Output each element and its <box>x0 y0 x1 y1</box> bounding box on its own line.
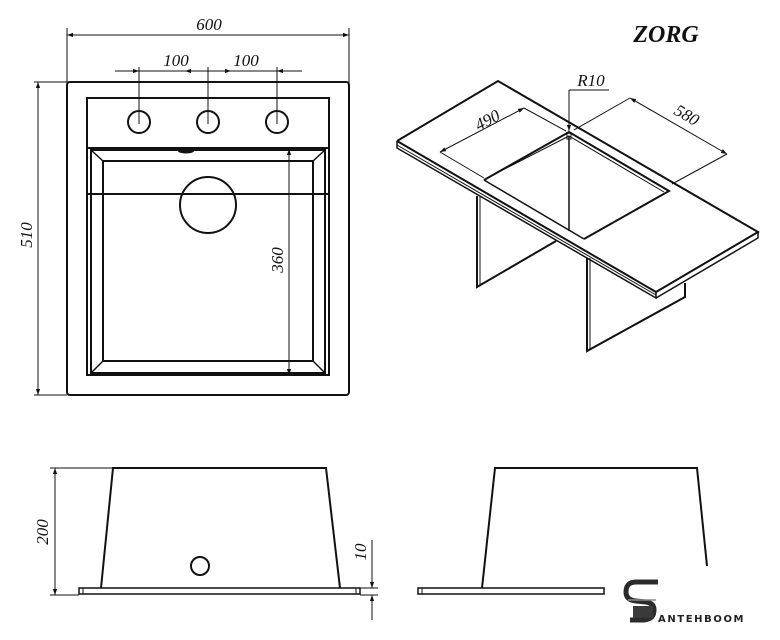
overall-width-label: 600 <box>196 15 222 34</box>
deck-panel <box>86 97 330 195</box>
dimension-flange-thickness: 10 <box>351 540 378 620</box>
corner-radius-label: R10 <box>576 71 605 90</box>
overflow-hole <box>190 556 210 576</box>
brand-logo: ANTEHBOOM <box>623 578 745 625</box>
faucet-spacing-left-label: 100 <box>163 51 189 70</box>
height-label: 200 <box>33 519 52 545</box>
faucet-hole-left <box>127 110 151 134</box>
dimension-overall-width: 600 <box>66 15 350 84</box>
side-view <box>417 467 708 595</box>
cutout-depth-label: 580 <box>671 101 703 130</box>
overflow-slot <box>178 148 194 154</box>
dimension-corner-radius: R10 <box>566 71 609 131</box>
flange-thickness-label: 10 <box>351 543 370 561</box>
brand-name: ANTEHBOOM <box>658 614 745 625</box>
dimension-faucet-spacing: 100 100 <box>115 51 302 124</box>
dimension-cutout-width: 490 <box>439 106 567 179</box>
top-view: 600 100 100 510 <box>17 15 350 396</box>
drain-hole <box>179 176 237 234</box>
bowl-depth-label: 360 <box>268 247 287 274</box>
faucet-spacing-right-label: 100 <box>233 51 259 70</box>
model-title: ZORG <box>632 22 699 48</box>
faucet-hole-right <box>265 110 289 134</box>
dimension-overall-depth: 510 <box>17 81 67 396</box>
isometric-view: 490 580 R10 <box>396 71 760 353</box>
faucet-hole-center <box>196 110 220 134</box>
bowl <box>86 147 330 376</box>
overall-depth-label: 510 <box>17 222 36 248</box>
dimension-bowl-depth: 360 <box>268 149 292 375</box>
cutout-width-label: 490 <box>472 106 504 135</box>
dimension-height: 200 <box>33 467 113 596</box>
dimension-cutout-depth: 580 <box>573 97 728 185</box>
sink-outer-outline <box>66 81 350 396</box>
front-view: 200 10 <box>33 467 378 620</box>
side-flange <box>417 587 605 595</box>
front-flange <box>78 587 361 595</box>
